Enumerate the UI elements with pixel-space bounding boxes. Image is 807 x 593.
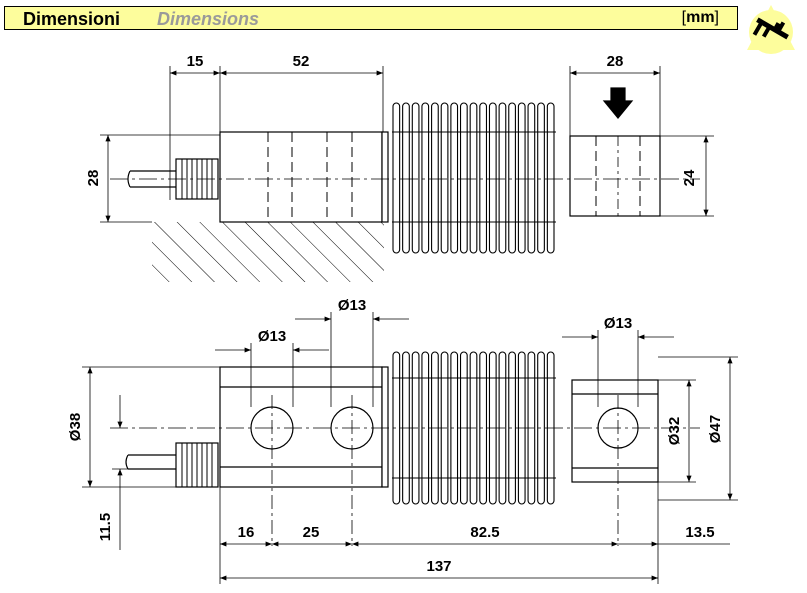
bellows-fin: [508, 102, 516, 254]
dim-16: 16: [238, 524, 255, 541]
bellows-fin: [392, 102, 401, 254]
cable-bottom: [125, 454, 176, 470]
bellows-fin: [402, 102, 410, 254]
load-end: [569, 135, 661, 217]
dim-hole1-dia: Ø13: [258, 328, 286, 345]
bellows-fin: [527, 102, 536, 254]
bellows-fin: [411, 102, 420, 254]
dim-25: 25: [303, 524, 320, 541]
title-english: Dimensions: [157, 9, 260, 29]
dim-28-left: 28: [85, 170, 102, 187]
title-italian: Dimensioni: [23, 9, 121, 29]
threaded-nut-bottom: [175, 442, 219, 488]
dim-24-right: 24: [681, 169, 698, 186]
dim-outer-dia: Ø47: [707, 415, 724, 443]
mounting-surface-hatch: [152, 222, 384, 282]
dim-total-137: 137: [426, 558, 451, 575]
dim-hole2-dia: Ø13: [338, 297, 366, 314]
bellows-fin: [469, 102, 478, 254]
dim-82-5: 82.5: [470, 524, 499, 541]
body-block: [219, 131, 383, 223]
bellows-fin: [479, 351, 488, 505]
bellows-fin: [546, 102, 555, 254]
bellows-fin: [479, 102, 488, 254]
bellows-fin: [537, 102, 545, 254]
bellows-fin: [431, 102, 439, 254]
bellows: [392, 102, 556, 254]
bellows-fin: [537, 351, 545, 505]
dim-28-top: 28: [607, 53, 624, 70]
caliper-icon: [747, 5, 795, 54]
dim-15: 15: [187, 53, 204, 70]
bellows-fin: [421, 351, 430, 505]
dim-52: 52: [293, 53, 310, 70]
bellows-fin: [450, 351, 459, 505]
bellows-fin: [488, 102, 497, 254]
bellows-fin: [508, 351, 516, 505]
bellows-fin: [517, 102, 526, 254]
dim-body-dia: Ø38: [67, 413, 84, 441]
bellows-fin: [498, 102, 507, 254]
unit-label: [mm]: [681, 9, 719, 26]
dim-offset: 11.5: [97, 513, 114, 541]
bellows-fin: [440, 102, 449, 254]
header-bar: Dimensioni Dimensions [mm]: [4, 6, 738, 30]
dim-hole3-dia: Ø13: [604, 315, 632, 332]
dim-inner-dia: Ø32: [666, 417, 683, 445]
bellows-fin: [421, 102, 430, 254]
bottom-view: [82, 312, 738, 584]
bellows-bottom: [392, 351, 556, 505]
load-arrow-icon: [602, 87, 634, 119]
dim-13-5: 13.5: [685, 524, 714, 541]
bellows-fin: [450, 102, 459, 254]
bellows-fin: [459, 102, 468, 254]
top-view: [100, 66, 714, 282]
